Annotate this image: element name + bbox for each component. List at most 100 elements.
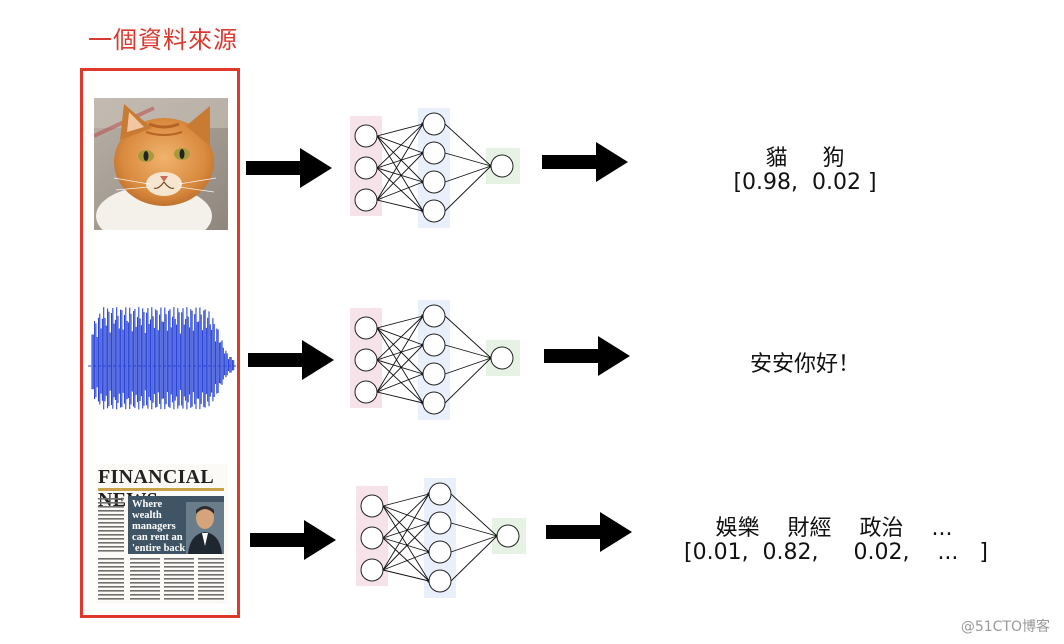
network-connection xyxy=(382,505,430,582)
network-node xyxy=(490,346,514,370)
newspaper-text-line xyxy=(130,598,160,600)
network-connection xyxy=(376,359,424,404)
news-photo-block: Where wealth managers can rent an 'entir… xyxy=(128,496,224,565)
network-connection xyxy=(382,505,430,524)
newspaper-text-line xyxy=(164,594,194,596)
data-source-title: 一個資料來源 xyxy=(88,26,238,54)
newspaper-text-line xyxy=(130,590,160,592)
network-connection xyxy=(376,167,424,212)
neural-network xyxy=(350,300,520,420)
network-connection xyxy=(444,165,492,212)
network-connection xyxy=(444,344,492,359)
newspaper-text-line xyxy=(98,582,124,584)
network-connection xyxy=(450,535,498,553)
network-node xyxy=(422,112,446,136)
output-values-cat-dog: [0.98, 0.02 ] xyxy=(733,170,877,195)
newspaper-text-line xyxy=(164,598,194,600)
network-connection xyxy=(376,135,424,212)
network-node xyxy=(422,391,446,415)
network-node xyxy=(422,304,446,328)
network-connection xyxy=(376,344,424,393)
network-node xyxy=(428,482,452,506)
network-connection xyxy=(444,357,492,404)
newspaper-text-line xyxy=(98,506,124,508)
network-connection xyxy=(382,493,430,571)
network-connection xyxy=(376,327,424,404)
output-labels-cat-dog: 貓 狗 xyxy=(765,146,845,171)
newspaper-text-line xyxy=(164,562,194,564)
network-node xyxy=(428,569,452,593)
newspaper-text-line xyxy=(98,586,124,588)
audio-waveform xyxy=(88,307,238,410)
newspaper-text-line xyxy=(164,586,194,588)
newspaper-text-line xyxy=(98,538,124,540)
network-connection xyxy=(382,569,430,582)
network-connection xyxy=(382,522,430,539)
newspaper-text-line xyxy=(98,542,124,544)
network-connection xyxy=(382,522,430,571)
network-connection xyxy=(376,152,424,169)
cat-image xyxy=(94,98,228,230)
network-node xyxy=(360,494,384,518)
network-connection xyxy=(376,327,424,346)
network-connection xyxy=(450,535,498,582)
network-node xyxy=(422,333,446,357)
network-connection xyxy=(382,505,430,553)
newspaper-text-line xyxy=(130,570,160,572)
output-labels-news: 娛樂 財經 政治 ... xyxy=(715,516,953,541)
newspaper-text-line xyxy=(98,590,124,592)
newspaper-text-line xyxy=(98,510,124,512)
newspaper-text-line xyxy=(164,566,194,568)
network-connection xyxy=(376,123,424,137)
output-speech-text: 安安你好！ xyxy=(749,352,860,377)
network-connection xyxy=(376,344,424,361)
network-node xyxy=(354,316,378,340)
newspaper-text-line xyxy=(164,570,194,572)
newspaper-text-line xyxy=(130,578,160,580)
newspaper-text-line xyxy=(164,582,194,584)
newspaper-text-line xyxy=(164,574,194,576)
arrow-right-icon xyxy=(246,148,332,188)
newspaper-text-line xyxy=(98,530,124,532)
network-node xyxy=(490,154,514,178)
newspaper-text-line xyxy=(198,570,224,572)
newspaper-text-line xyxy=(198,574,224,576)
network-connection xyxy=(444,123,492,167)
newspaper-text-line xyxy=(98,522,124,524)
newspaper-text-line xyxy=(164,590,194,592)
newspaper-text-line xyxy=(98,558,124,560)
newspaper-text-line xyxy=(198,558,224,560)
network-node xyxy=(422,199,446,223)
person-photo xyxy=(186,502,224,554)
network-connection xyxy=(444,357,492,375)
newspaper-text-line xyxy=(98,594,124,596)
newspaper-text-line xyxy=(98,502,124,504)
newspaper-text-line xyxy=(98,598,124,600)
network-connection xyxy=(376,135,424,154)
network-connection xyxy=(376,315,424,329)
arrow-right-icon xyxy=(250,520,336,560)
network-node xyxy=(428,511,452,535)
arrow-right-icon xyxy=(248,340,334,380)
newspaper-text-line xyxy=(130,558,160,560)
network-connection xyxy=(376,123,424,169)
data-source-box xyxy=(80,68,240,618)
network-node xyxy=(354,156,378,180)
network-connection xyxy=(450,493,498,537)
newspaper-text-line xyxy=(198,590,224,592)
masthead-rule xyxy=(98,488,224,491)
newspaper-text-line xyxy=(130,586,160,588)
newspaper-text-line xyxy=(98,578,124,580)
newspaper-text-line xyxy=(130,562,160,564)
network-connection xyxy=(376,199,424,212)
newspaper-image: FINANCIAL NEWS Where wealth managers can… xyxy=(96,464,228,604)
network-connection xyxy=(382,537,430,582)
network-connection xyxy=(382,551,430,571)
newspaper-text-line xyxy=(198,586,224,588)
network-node xyxy=(422,170,446,194)
network-connection xyxy=(444,152,492,167)
newspaper-text-line xyxy=(98,518,124,520)
network-connection xyxy=(382,537,430,553)
network-connection xyxy=(376,181,424,201)
newspaper-text-line xyxy=(130,566,160,568)
